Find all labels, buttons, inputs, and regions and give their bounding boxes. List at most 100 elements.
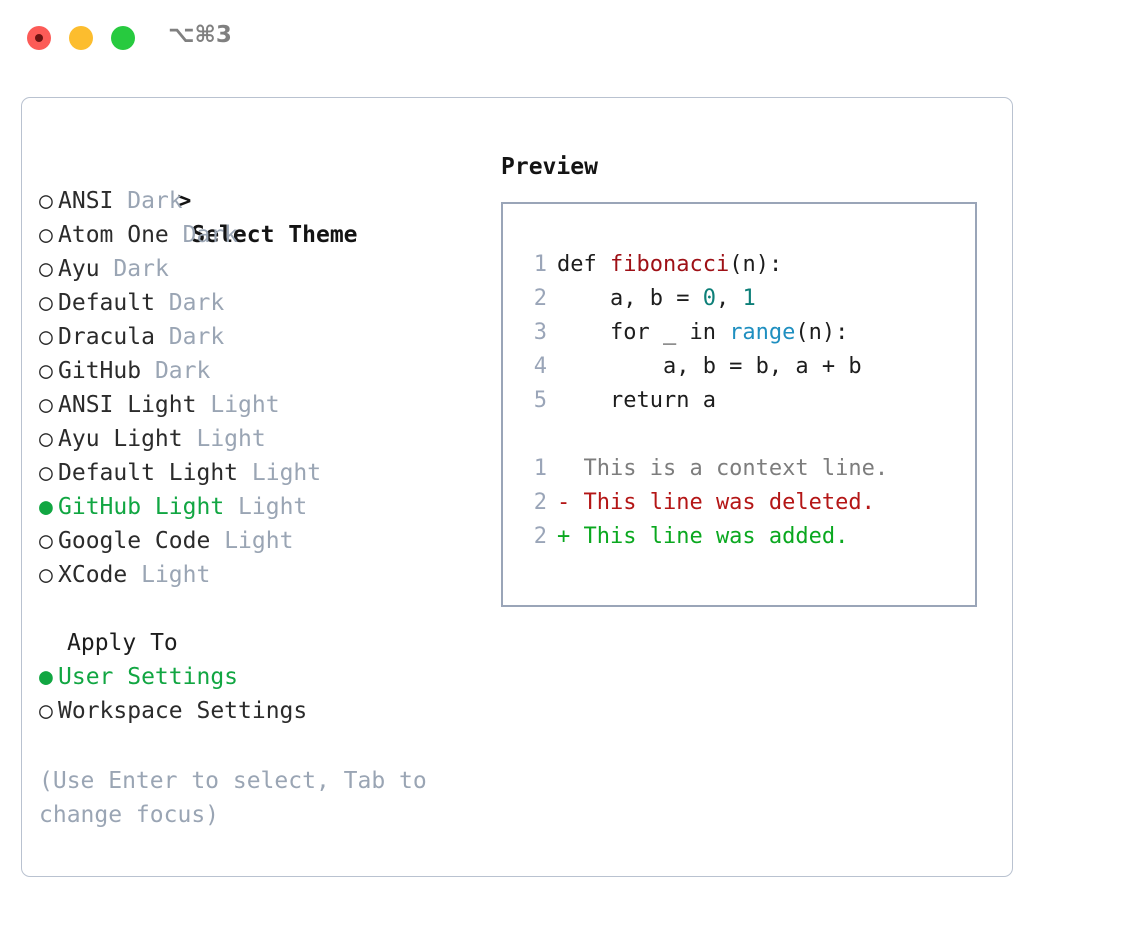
theme-list-item[interactable]: ○Atom One Dark [39,218,479,252]
line-number: 3 [533,320,547,345]
theme-name: GitHub Light [58,494,225,520]
spacer [127,562,141,588]
code-token: + This line was added. [557,524,849,549]
radio-unselected-icon: ○ [39,222,53,248]
code-token: def [557,252,610,277]
radio-unselected-icon: ○ [39,324,53,350]
theme-list-item[interactable]: ○Google Code Light [39,524,479,558]
spacer [141,358,155,384]
code-token: 0 [702,286,716,311]
code-token: 1 [742,286,756,311]
theme-list-item[interactable]: ○Default Light Light [39,456,479,490]
theme-variant-tag: Dark [168,290,225,316]
keyboard-shortcut-label: ⌥⌘3 [168,22,232,48]
line-number: 4 [533,354,547,379]
theme-list-item[interactable]: ○Ayu Dark [39,252,479,286]
theme-list-item[interactable]: ○Ayu Light Light [39,422,479,456]
code-line: 2 a, b = 0, 1 [525,282,965,316]
theme-list-item[interactable]: ○ANSI Light Light [39,388,479,422]
radio-unselected-icon: ○ [39,188,53,214]
theme-name: ANSI Light [58,392,197,418]
code-token: - This line was deleted. [557,490,875,515]
title-bar: ⌥⌘3 [0,0,1140,78]
apply-to-label: Workspace Settings [58,698,308,724]
code-token: This is a context line. [557,456,889,481]
line-number: 2 [533,490,547,515]
theme-variant-tag: Light [238,494,308,520]
theme-list-item[interactable]: ○Dracula Dark [39,320,479,354]
theme-name: XCode [58,562,128,588]
theme-name: Default [58,290,155,316]
theme-variant-tag: Light [141,562,211,588]
code-token: return a [557,388,716,413]
spacer [113,188,127,214]
theme-name: Google Code [58,528,211,554]
spacer [183,426,197,452]
zoom-button[interactable] [111,26,135,50]
code-token: , [715,286,743,311]
code-token: (n): [729,252,783,277]
radio-selected-icon: ● [39,494,53,520]
line-number: 2 [533,286,547,311]
select-theme-heading: > Select Theme [39,150,479,248]
diff-line: 1 This is a context line. [525,452,965,486]
theme-variant-tag: Dark [127,188,183,214]
line-number: 2 [533,524,547,549]
diff-sample: 1 This is a context line. 2 - This line wa… [525,452,965,554]
code-token: range [729,320,796,345]
spacer [155,324,169,350]
radio-unselected-icon: ○ [39,562,53,588]
theme-name: Atom One [58,222,169,248]
spacer [238,460,252,486]
radio-unselected-icon: ○ [39,426,53,452]
theme-variant-tag: Dark [154,358,211,384]
theme-list-item[interactable]: ●GitHub Light Light [39,490,479,524]
line-number: 1 [533,456,547,481]
code-token: (n): [795,320,849,345]
theme-list-item[interactable]: ○Default Dark [39,286,479,320]
theme-name: Ayu [58,256,100,282]
code-token: fibonacci [609,252,730,277]
theme-name: Ayu Light [58,426,183,452]
preview-heading: Preview [501,154,598,180]
code-spacer [525,418,965,452]
spacer [155,290,169,316]
theme-list-item[interactable]: ○ANSI Dark [39,184,479,218]
radio-unselected-icon: ○ [39,528,53,554]
window-controls [27,26,135,50]
apply-to-option[interactable]: ○Workspace Settings [39,694,479,728]
spacer [100,256,114,282]
apply-to-option[interactable]: ●User Settings [39,660,479,694]
theme-variant-tag: Dark [182,222,239,248]
spacer [224,494,238,520]
theme-name: ANSI [58,188,114,214]
line-number: 5 [533,388,547,413]
close-button[interactable] [27,26,51,50]
theme-variant-tag: Dark [168,324,225,350]
theme-list-item[interactable]: ○GitHub Dark [39,354,479,388]
code-token: for _ in [557,320,730,345]
apply-to-label: User Settings [58,664,239,690]
theme-variant-tag: Light [210,392,280,418]
apply-to-heading: Apply To [67,630,178,656]
diff-line: 2 + This line was added. [525,520,965,554]
radio-unselected-icon: ○ [39,460,53,486]
spacer [210,528,224,554]
spacer [169,222,183,248]
code-line: 4 a, b = b, a + b [525,350,965,384]
code-token: a, b = b, a + b [557,354,862,379]
theme-list-column: > Select Theme ○ANSI Dark○Atom One Dark○… [39,150,479,832]
radio-unselected-icon: ○ [39,256,53,282]
radio-unselected-icon: ○ [39,290,53,316]
theme-list-item[interactable]: ○XCode Light [39,558,479,592]
theme-variant-tag: Light [251,460,322,486]
theme-name: Default Light [58,460,239,486]
minimize-button[interactable] [69,26,93,50]
theme-variant-tag: Light [224,528,294,554]
